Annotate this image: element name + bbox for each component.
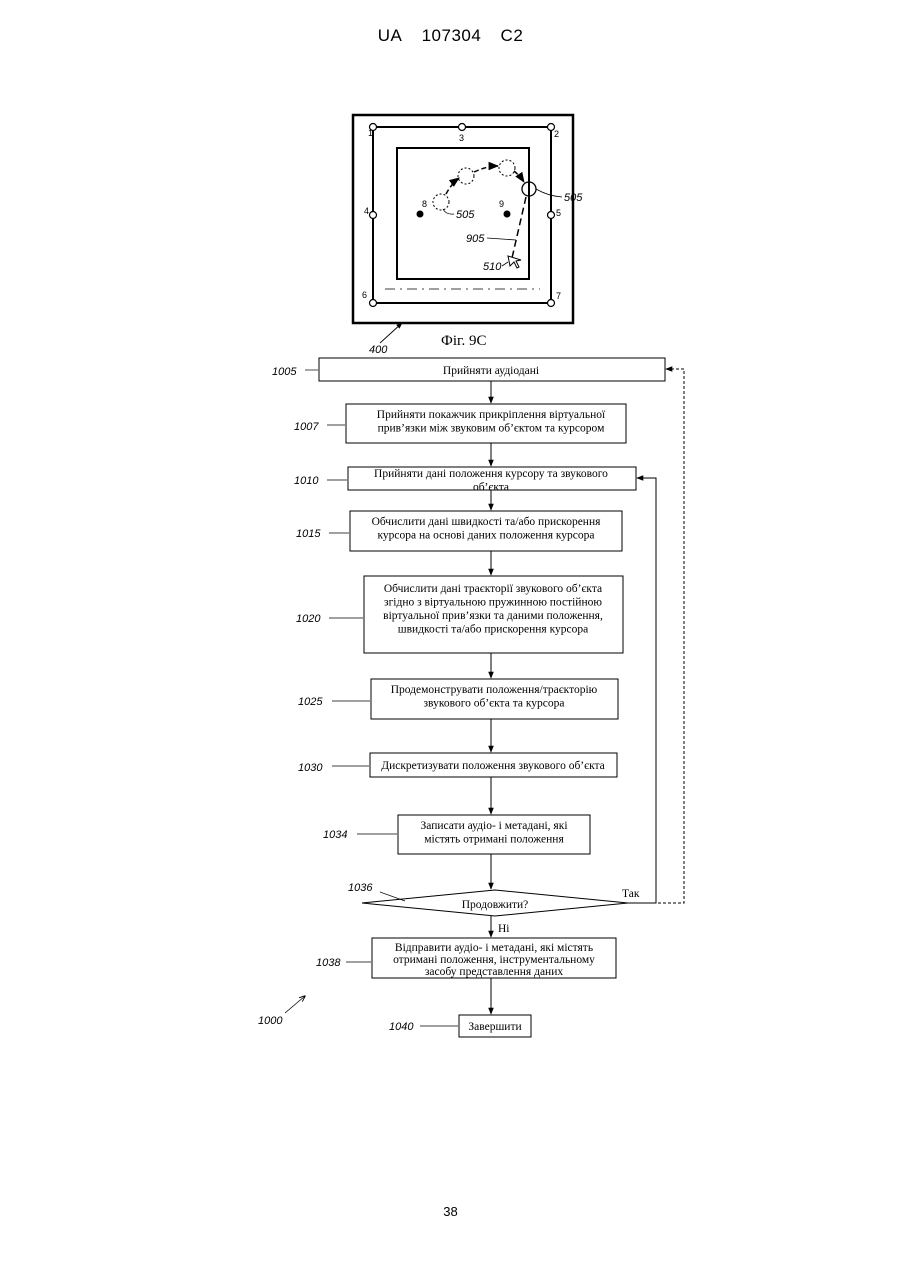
leader-505-start	[443, 209, 454, 214]
step-1020-text: швидкості та/або прискорення курсора	[398, 624, 588, 636]
ref-1030: 1030	[298, 762, 323, 774]
ref-1038: 1038	[316, 957, 341, 969]
step-1038-text: Відправити аудіо- і метадані, які містят…	[395, 942, 593, 954]
end-label: Завершити	[468, 1021, 521, 1033]
step-1034-text: Записати аудіо- і метадані, які	[420, 820, 567, 832]
speaker-9	[504, 211, 510, 217]
step-1030-text: Дискретизувати положення звукового об’єк…	[381, 760, 605, 772]
page-number: 38	[0, 1204, 901, 1219]
loop-arrow-to-1010	[628, 478, 656, 903]
step-1025-text: звукового об’єкта та курсора	[424, 698, 565, 710]
speaker-6	[370, 300, 377, 307]
speaker-8	[417, 211, 423, 217]
step-1020-text: згідно з віртуальною пружинною постійною	[384, 597, 602, 609]
step-1007-text: прив’язки між звуковим об’єктом та курсо…	[378, 423, 605, 435]
leader-510	[502, 262, 508, 266]
ref-1015: 1015	[296, 528, 321, 540]
object-trajectory	[446, 178, 459, 194]
speaker-7	[548, 300, 555, 307]
speaker-label-4: 4	[364, 206, 369, 216]
ref-1005: 1005	[272, 366, 297, 378]
step-1020-text: віртуальної прив’язки та даними положенн…	[383, 610, 603, 622]
step-1015-text: курсора на основі даних положення курсор…	[377, 530, 594, 542]
object-position-3	[499, 160, 515, 176]
ref-1036: 1036	[348, 882, 373, 894]
speaker-label-7: 7	[556, 291, 561, 301]
speaker-label-3: 3	[459, 133, 464, 143]
virtual-tether-path	[512, 197, 526, 258]
step-1038-text: отримані положення, інструментальному	[393, 954, 595, 966]
leader-905	[487, 238, 516, 240]
decision-no-label: Ні	[498, 923, 510, 935]
step-1034-text: містять отримані положення	[424, 834, 564, 846]
ref-510: 510	[483, 261, 502, 273]
object-trajectory	[474, 166, 498, 172]
step-1007-text: Прийняти покажчик прикріплення віртуальн…	[377, 409, 606, 421]
leader-1000	[285, 996, 305, 1013]
step-1020-text: Обчислити дані траєкторії звукового об’є…	[384, 583, 602, 595]
step-1038-text: засобу представлення даних	[425, 966, 563, 978]
decision-label: Продовжити?	[462, 899, 529, 911]
leader-505-current	[536, 189, 562, 197]
step-1025-text: Продемонструвати положення/траєкторію	[391, 684, 598, 696]
step-1005-text: Прийняти аудіодані	[443, 365, 539, 377]
speaker-label-5: 5	[556, 208, 561, 218]
speaker-label-9: 9	[499, 199, 504, 209]
ref-1034: 1034	[323, 829, 347, 841]
flowchart-text: Прийняти аудіодані 1005Прийняти покажчик …	[272, 365, 608, 978]
ref-1020: 1020	[296, 613, 321, 625]
ref-1010: 1010	[294, 475, 319, 487]
ref-505-current: 505	[564, 192, 583, 204]
speaker-4	[370, 212, 377, 219]
speaker-label-6: 6	[362, 290, 367, 300]
decision-yes-label: Так	[622, 888, 640, 900]
speaker-label-8: 8	[422, 199, 427, 209]
step-1010-text: Прийняти дані положення курсору та звуко…	[374, 468, 608, 480]
object-start-position	[433, 194, 449, 210]
ref-1040: 1040	[389, 1021, 414, 1033]
ref-1007: 1007	[294, 421, 319, 433]
object-trajectory	[514, 171, 524, 182]
ref-1025: 1025	[298, 696, 323, 708]
cursor-icon	[508, 256, 521, 268]
ref-905: 905	[466, 233, 485, 245]
figure-caption: Фіг. 9C	[441, 333, 486, 349]
speaker-label-2: 2	[554, 129, 559, 139]
ref-400: 400	[369, 344, 388, 356]
ref-505-start: 505	[456, 209, 475, 221]
speaker-label-1: 1	[368, 128, 373, 138]
step-1010-text: об’єкта	[473, 482, 509, 494]
leader-400	[380, 323, 402, 343]
speaker-5	[548, 212, 555, 219]
figure-9c	[353, 115, 573, 343]
ref-1000: 1000	[258, 1015, 283, 1027]
object-position-2	[458, 168, 474, 184]
step-1015-text: Обчислити дані швидкості та/або прискоре…	[372, 516, 602, 528]
speaker-3	[459, 124, 466, 131]
